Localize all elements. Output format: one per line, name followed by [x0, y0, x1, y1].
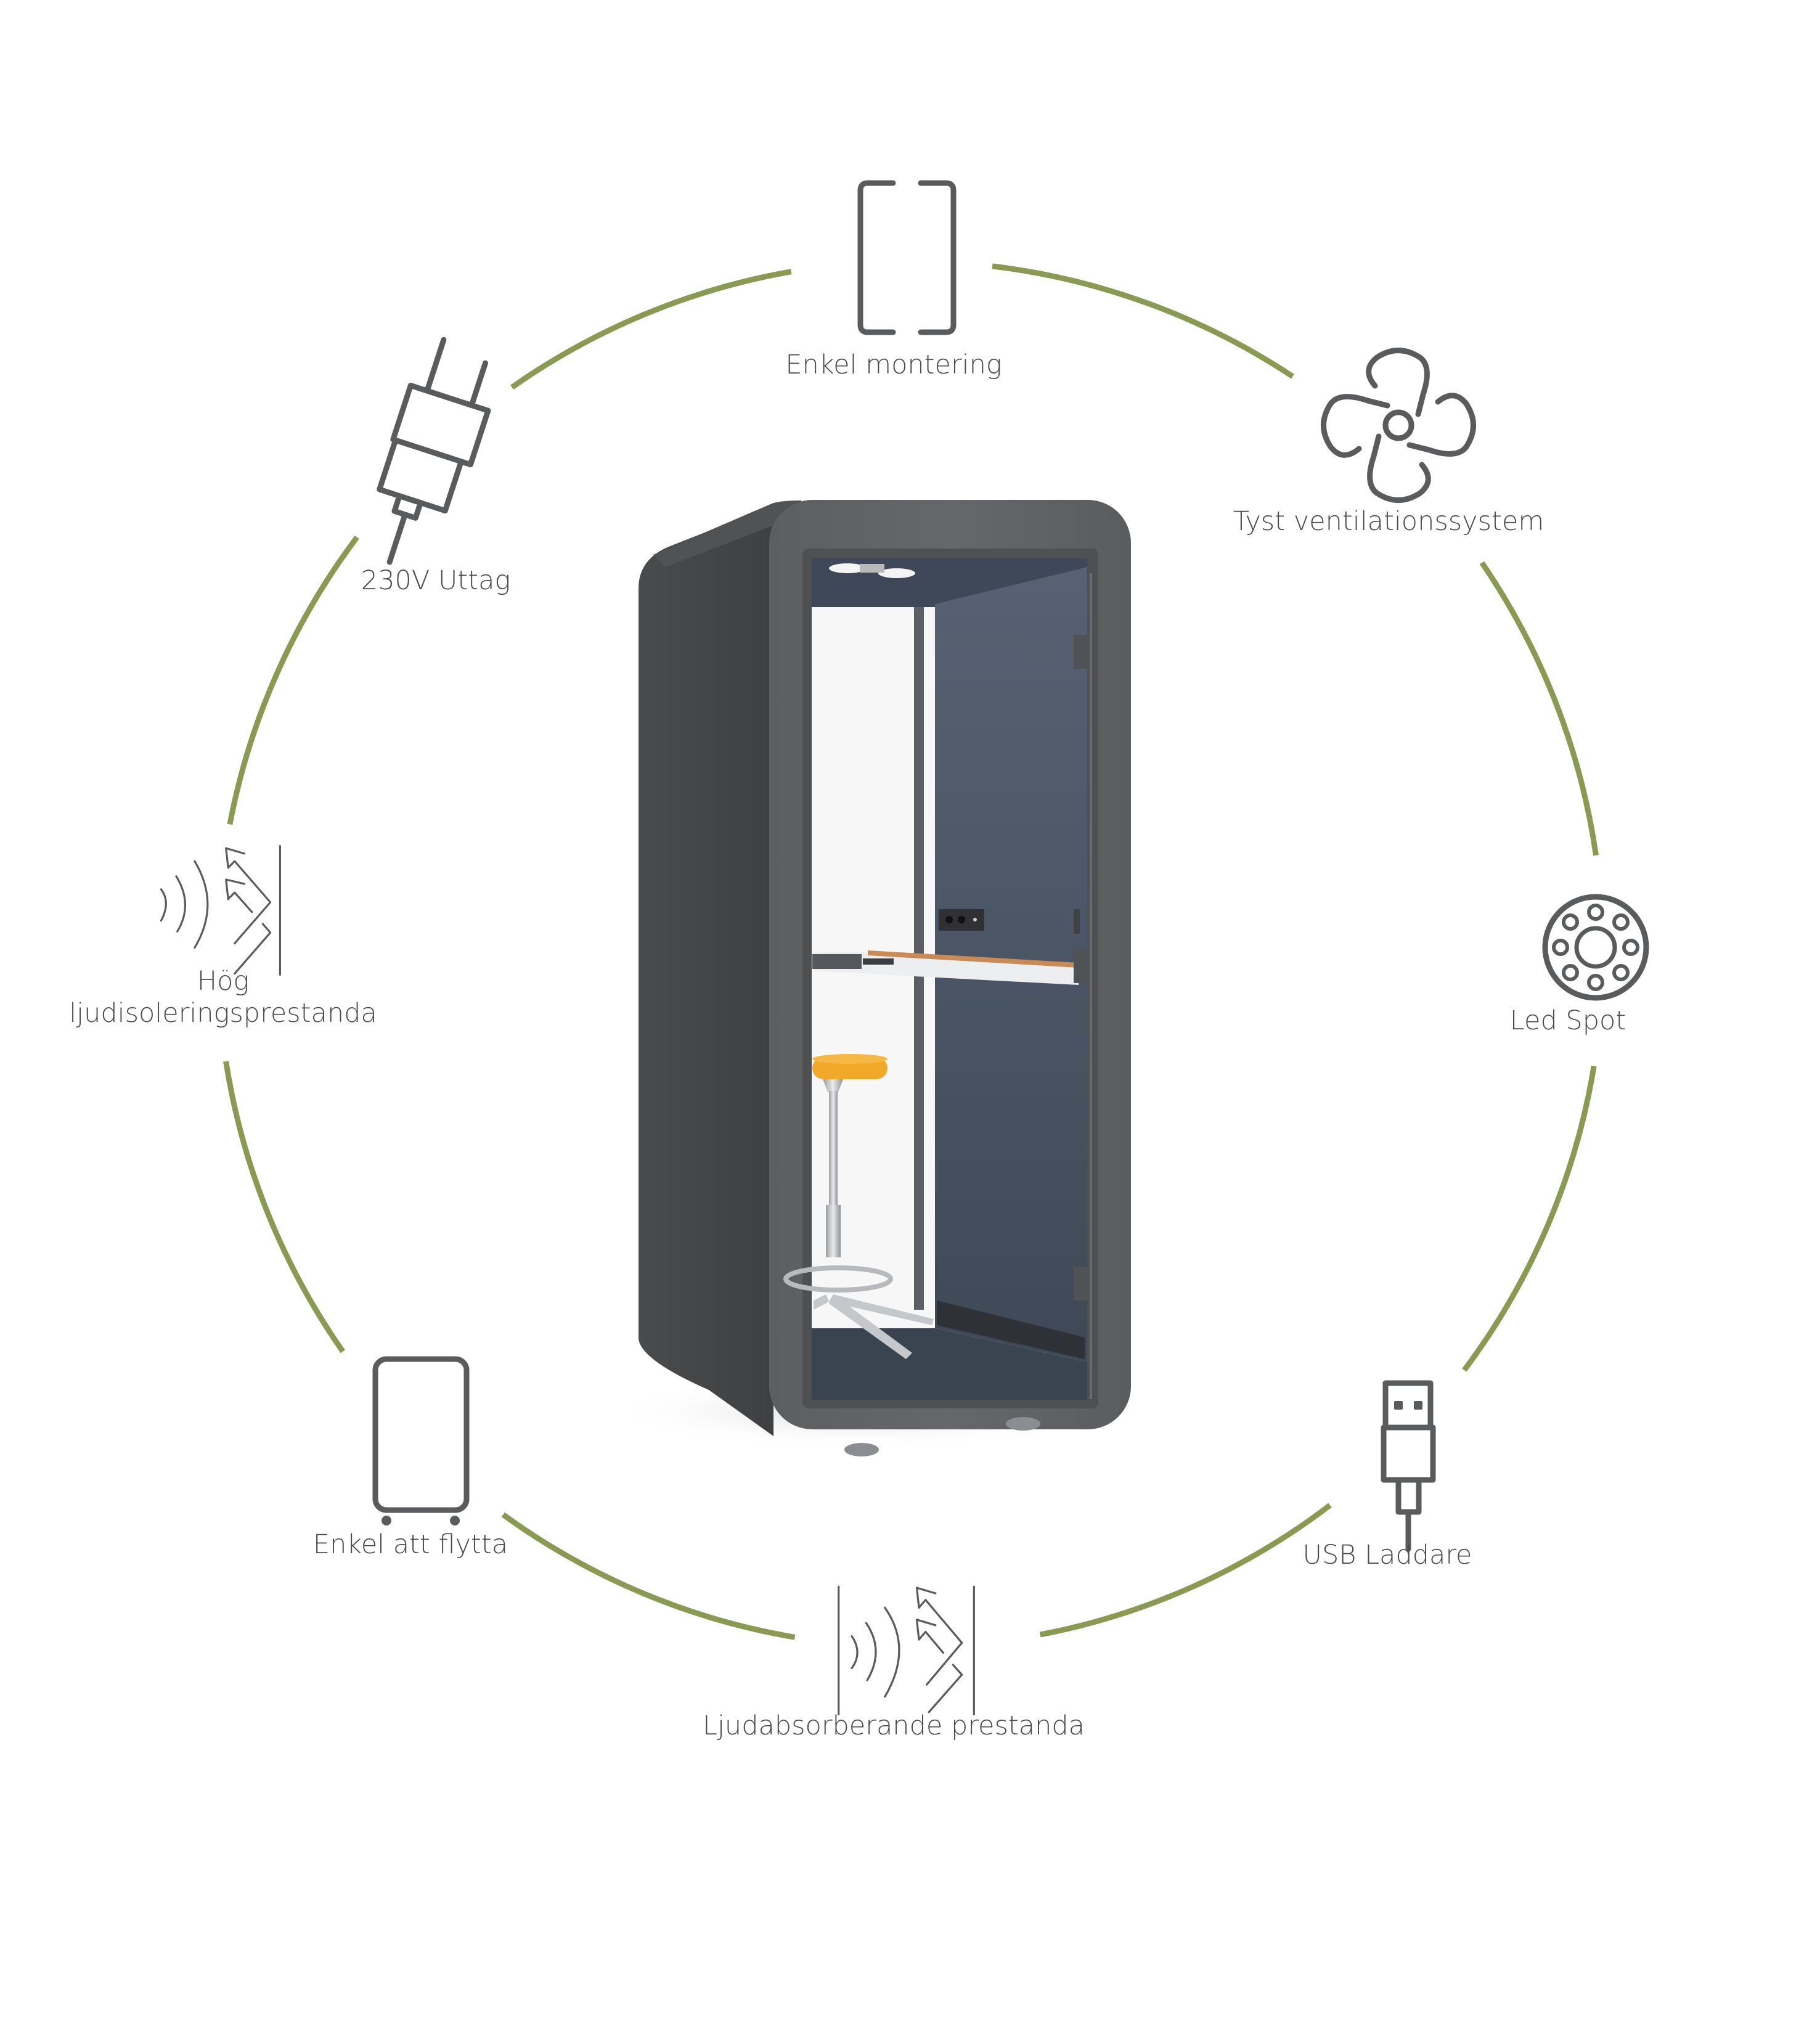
label-text: ljudisoleringsprestanda — [69, 998, 377, 1029]
bracket-frame-icon — [857, 180, 957, 335]
usb-plug-icon — [1381, 1380, 1436, 1552]
fan-icon — [1321, 348, 1476, 503]
door-hinge — [1074, 1267, 1091, 1301]
ring-arc-segment — [1039, 1503, 1332, 1638]
ring-arc-segment — [1479, 561, 1599, 856]
ring-arc-segment — [992, 263, 1294, 379]
label-hog-ljudisoleringsprestanda: Hög ljudisoleringsprestanda — [69, 965, 377, 1029]
label-text: Tyst ventilationssystem — [1233, 506, 1545, 537]
label-ljudabsorberande-prestanda: Ljudabsorberande prestanda — [703, 1710, 1085, 1742]
sound-absorption-icon — [838, 1585, 975, 1716]
sound-insulation-icon — [160, 845, 281, 976]
ring-arcs — [223, 263, 1599, 1640]
door-hinge — [1074, 635, 1091, 669]
label-text: Led Spot — [1509, 1005, 1626, 1036]
booth-stool — [783, 1054, 934, 1359]
label-text: 230V Uttag — [361, 565, 511, 596]
booth-side-panel — [639, 505, 773, 1436]
label-led-spot: Led Spot — [1510, 1005, 1626, 1037]
label-text: USB Laddare — [1302, 1540, 1472, 1570]
label-text: Ljudabsorberande prestanda — [703, 1710, 1085, 1741]
label-230v-uttag: 230V Uttag — [361, 565, 511, 597]
label-text: Hög — [197, 966, 250, 997]
power-plug-icon — [377, 337, 491, 565]
led-spot-icon — [1542, 894, 1649, 1001]
booth-foot — [1006, 1417, 1040, 1431]
label-enkel-montering: Enkel montering — [785, 349, 1002, 381]
ring-arc-segment — [227, 535, 359, 825]
label-text: Enkel montering — [785, 349, 1002, 380]
ring-arc-segment — [510, 269, 792, 390]
ring-arc-segment — [1462, 1065, 1597, 1372]
booth-foot — [844, 1443, 879, 1456]
label-tyst-ventilationssystem: Tyst ventilationssystem — [1233, 505, 1544, 537]
wheeled-case-icon — [372, 1356, 470, 1526]
ring-arc-segment — [223, 1061, 345, 1354]
label-enkel-att-flytta: Enkel att flytta — [313, 1529, 508, 1561]
label-usb-laddare: USB Laddare — [1302, 1539, 1472, 1571]
ring-arc-segment — [501, 1512, 796, 1640]
label-text: Enkel att flytta — [312, 1529, 508, 1560]
phone-booth-image — [604, 500, 1131, 1456]
door-hinge — [1074, 949, 1091, 983]
